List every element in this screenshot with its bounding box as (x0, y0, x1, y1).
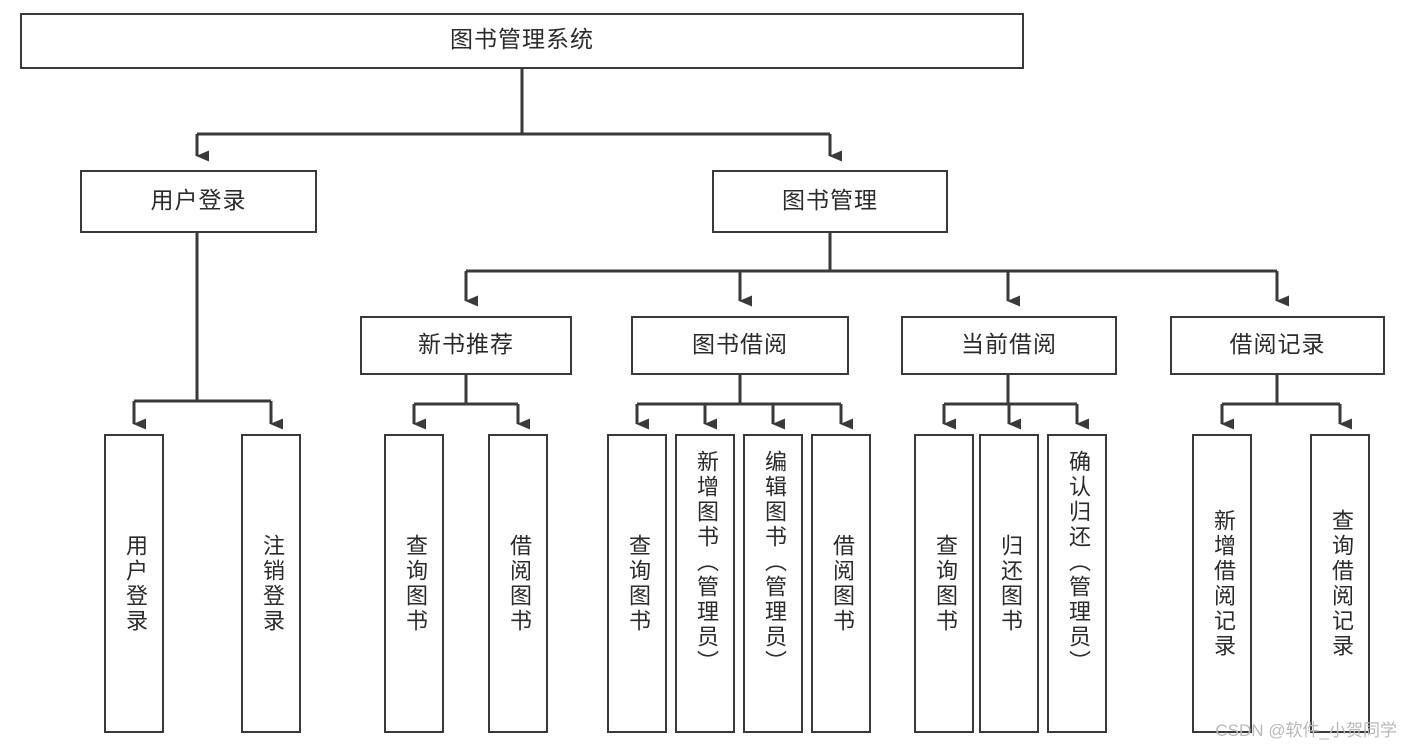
leaf-borrow-book[interactable]: 借阅图书 (811, 434, 871, 733)
leaf-query-borrow-record[interactable]: 查询借阅记录 (1310, 434, 1370, 733)
leaf-logout-login[interactable]: 注销登录 (241, 434, 301, 733)
leaf-query-book-new-recommend[interactable]: 查询图书 (384, 434, 444, 733)
node-root-book-management-system[interactable]: 图书管理系统 (20, 13, 1024, 69)
node-label: 图书借阅 (692, 331, 788, 358)
node-label: 确认归还（管理员） (1065, 450, 1090, 675)
leaf-user-login[interactable]: 用户登录 (104, 434, 164, 733)
node-label: 新书推荐 (418, 331, 514, 358)
node-label: 编辑图书（管理员） (761, 450, 786, 675)
node-label: 查询图书 (402, 533, 427, 634)
leaf-query-book-current[interactable]: 查询图书 (914, 434, 974, 733)
node-label: 图书管理 (782, 187, 878, 214)
node-user-login[interactable]: 用户登录 (80, 170, 317, 233)
node-label: 查询借阅记录 (1328, 508, 1353, 659)
leaf-add-borrow-record[interactable]: 新增借阅记录 (1192, 434, 1252, 733)
node-label: 查询图书 (625, 533, 650, 634)
node-book-management[interactable]: 图书管理 (712, 170, 948, 233)
node-label: 借阅记录 (1229, 331, 1326, 358)
leaf-borrow-book-new-recommend[interactable]: 借阅图书 (488, 434, 548, 733)
node-label: 查询图书 (932, 533, 957, 634)
leaf-edit-book-admin[interactable]: 编辑图书（管理员） (743, 434, 803, 733)
leaf-confirm-return-admin[interactable]: 确认归还（管理员） (1047, 434, 1107, 733)
node-book-borrow[interactable]: 图书借阅 (631, 316, 849, 375)
node-borrow-record[interactable]: 借阅记录 (1170, 316, 1385, 375)
leaf-query-book-borrow[interactable]: 查询图书 (607, 434, 667, 733)
node-label: 新增借阅记录 (1210, 508, 1235, 659)
node-current-borrow[interactable]: 当前借阅 (901, 316, 1117, 375)
node-label: 借阅图书 (506, 533, 531, 634)
node-label: 当前借阅 (961, 331, 1057, 358)
node-label: 新增图书（管理员） (693, 450, 718, 675)
node-label: 图书管理系统 (450, 27, 594, 54)
node-new-book-recommend[interactable]: 新书推荐 (360, 316, 572, 375)
node-label: 归还图书 (997, 533, 1022, 634)
leaf-add-book-admin[interactable]: 新增图书（管理员） (675, 434, 735, 733)
node-label: 注销登录 (259, 533, 284, 634)
leaf-return-book[interactable]: 归还图书 (979, 434, 1039, 733)
node-label: 用户登录 (150, 187, 247, 214)
csdn-watermark: CSDN @软件_小贺同学 (1215, 721, 1397, 740)
node-label: 借阅图书 (829, 533, 854, 634)
node-label: 用户登录 (122, 533, 147, 634)
